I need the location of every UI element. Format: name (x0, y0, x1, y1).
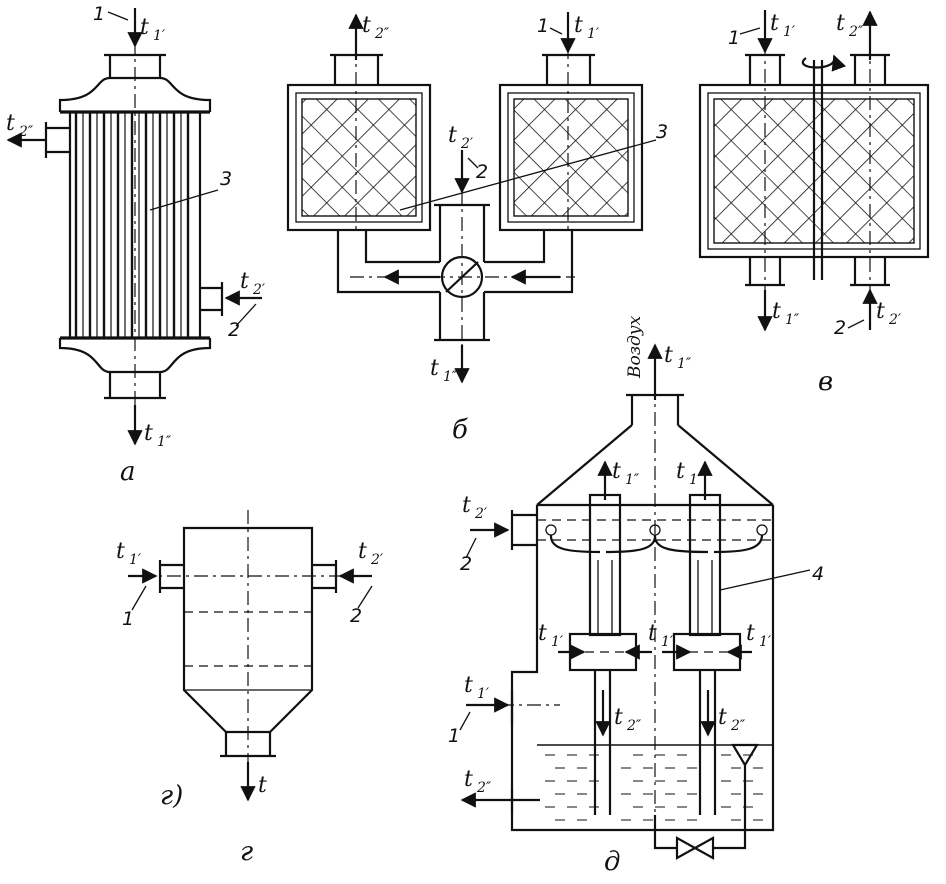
label-sub: 2′ (252, 282, 266, 298)
caption-b: б (452, 415, 468, 445)
label-sub: 1′ (551, 634, 564, 650)
label-sub: 1″ (677, 356, 692, 372)
number-4: 4 (812, 563, 824, 585)
label-t: t (258, 773, 267, 798)
number-2: 2 (460, 553, 472, 575)
label-sub: 2′ (888, 312, 902, 328)
label-t: t (538, 621, 547, 646)
label-sub: 2″ (374, 26, 390, 42)
diagram-b: t 2″ 1 t 1′ t 2′ 2 3 t 1″ б (286, 12, 668, 445)
label-sub: 1′ (129, 552, 142, 568)
label-sub: 1″ (689, 472, 704, 488)
air-label: Воздух (625, 315, 645, 379)
number-2: 2 (834, 317, 846, 339)
diagram-v: 1 t 1′ t 2″ t 1″ 2 t 2′ в (698, 10, 930, 397)
label-sub: 1′ (477, 686, 490, 702)
number-3: 3 (656, 121, 668, 143)
label-t: t (614, 705, 623, 730)
label-sub: 2′ (474, 506, 488, 522)
label-sub: 1″ (625, 472, 640, 488)
label-sub: 2′ (370, 552, 384, 568)
number-2: 2 (350, 605, 362, 627)
label-sub: 1″ (443, 369, 458, 385)
label-t: t (772, 299, 781, 324)
label-t: t (448, 123, 457, 148)
caption-v: в (818, 367, 833, 397)
label-sub: 2″ (730, 718, 746, 734)
label-t: t (358, 539, 367, 564)
label-sub: 1′ (783, 24, 796, 40)
label-t: t (664, 343, 673, 368)
label-t: t (362, 13, 371, 38)
number-1: 1 (448, 725, 460, 747)
number-2: 2 (228, 319, 240, 341)
number-1: 1 (122, 608, 134, 630)
number-2: 2 (476, 161, 488, 183)
label-t: t (836, 11, 845, 36)
label-sub: 1″ (785, 312, 800, 328)
number-1: 1 (728, 27, 740, 49)
label-sub: 2″ (18, 124, 34, 140)
label-sub: 1′ (661, 634, 674, 650)
label-t: t (676, 459, 685, 484)
number-1: 1 (93, 3, 105, 25)
caption-g-inner: г) (160, 781, 183, 811)
label-t: t (612, 459, 621, 484)
caption-d: д (604, 847, 620, 877)
caption-g: г (240, 837, 253, 867)
label-sub: 2″ (848, 24, 864, 40)
number-1: 1 (537, 15, 549, 37)
diagram-d: Воздух t 1″ t 1″ t 1″ t 2′ 2 4 t 1′ t 1′… (448, 315, 824, 877)
label-t: t (140, 15, 149, 40)
caption-a: а (120, 457, 136, 487)
label-t: t (240, 269, 249, 294)
label-t: t (430, 356, 439, 381)
label-t: t (718, 705, 727, 730)
diagram-a: 1 t 1′ t 2″ 3 t 2′ 2 t 1″ а (6, 3, 266, 487)
label-sub: 1′ (587, 26, 600, 42)
diagram-g: t 1′ 1 t 2′ 2 t г) г (116, 510, 384, 867)
label-t: t (648, 621, 657, 646)
label-t: t (770, 11, 779, 36)
label-t: t (746, 621, 755, 646)
label-t: t (144, 421, 153, 446)
label-t: t (462, 493, 471, 518)
label-sub: 2″ (476, 780, 492, 796)
label-t: t (6, 111, 15, 136)
label-sub: 1″ (157, 434, 172, 450)
label-t: t (574, 13, 583, 38)
label-sub: 2′ (460, 136, 474, 152)
label-t: t (876, 299, 885, 324)
label-sub: 1′ (153, 28, 166, 44)
label-t: t (464, 673, 473, 698)
label-t: t (116, 539, 125, 564)
tube-bundle (74, 112, 190, 338)
number-3: 3 (220, 168, 232, 190)
label-sub: 1′ (759, 634, 772, 650)
label-t: t (464, 767, 473, 792)
label-sub: 2″ (626, 718, 642, 734)
